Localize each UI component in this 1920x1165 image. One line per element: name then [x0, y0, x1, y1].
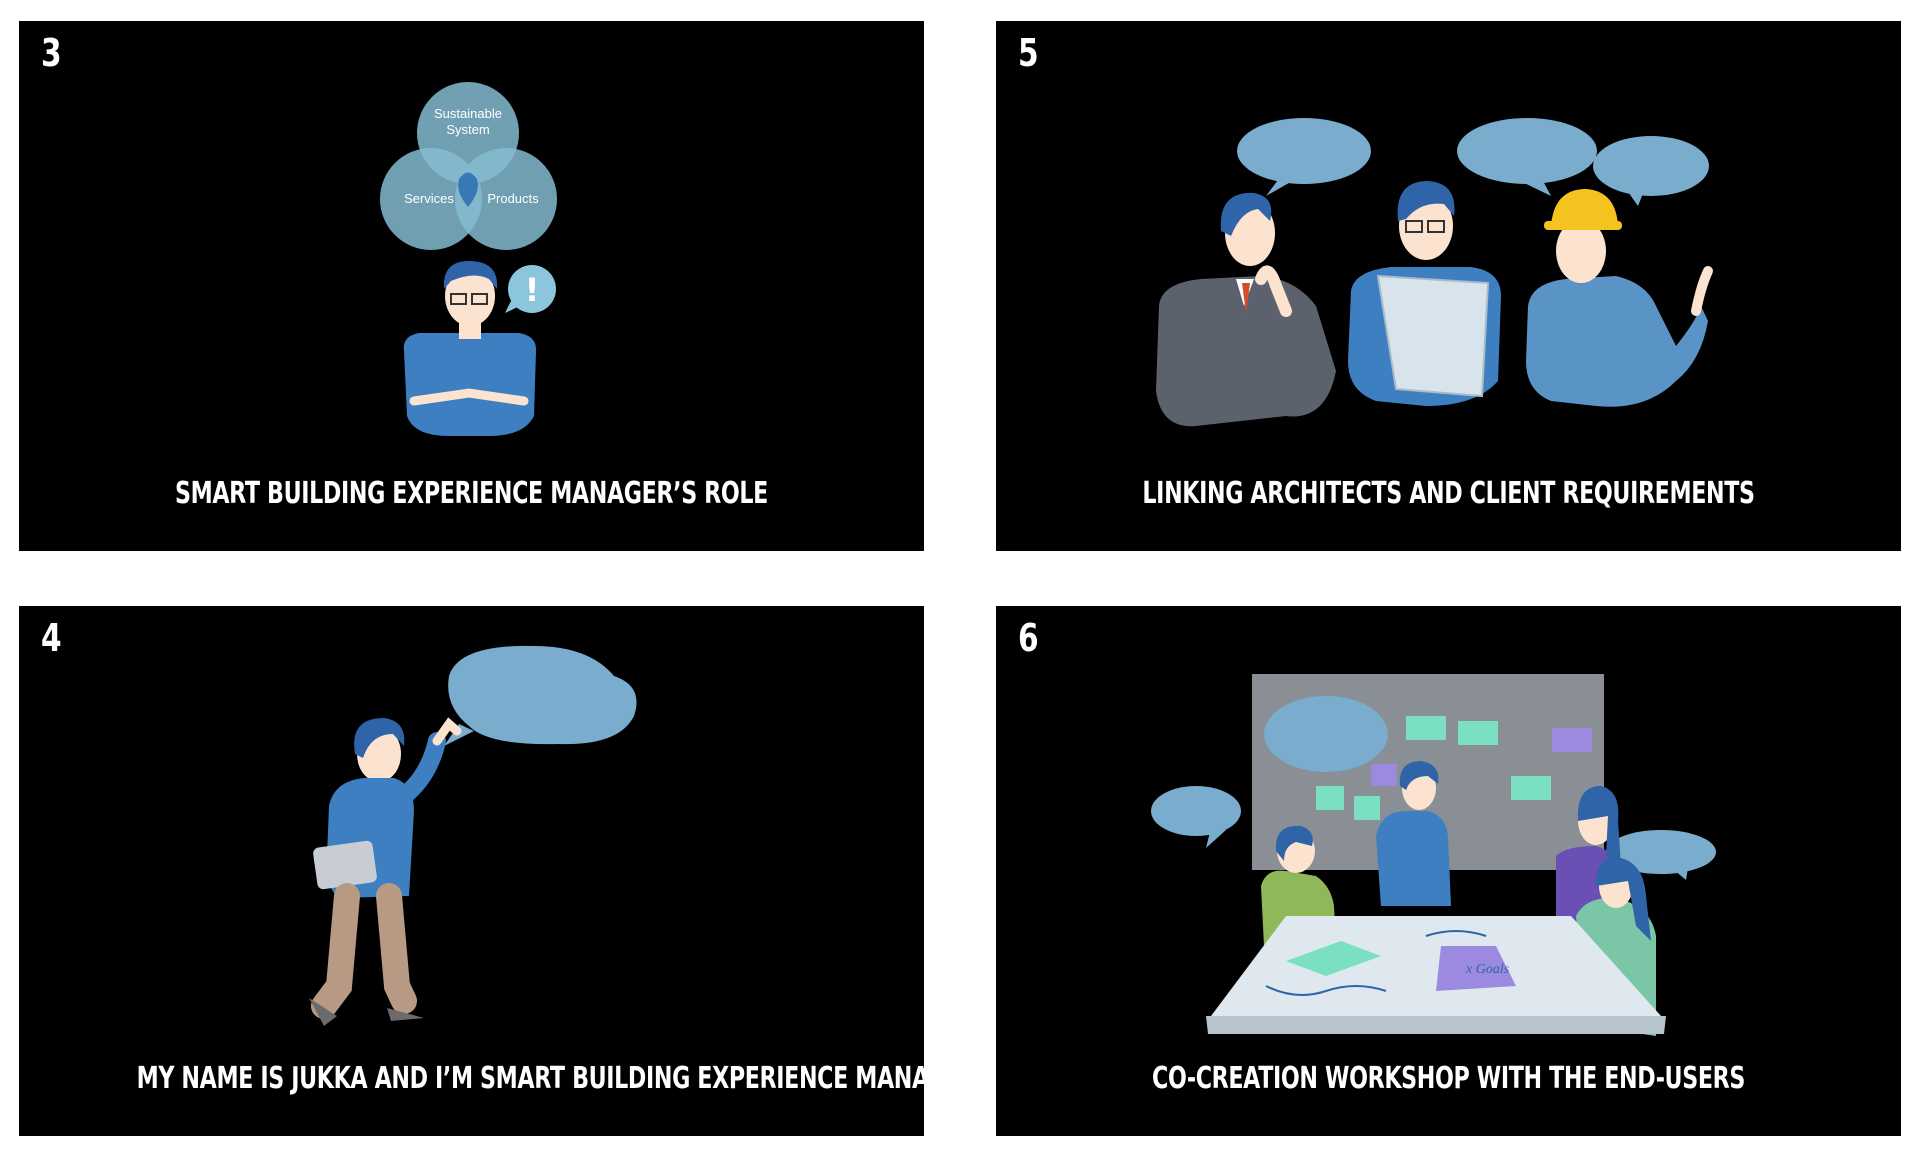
- venn-diagram: [380, 82, 557, 250]
- slide-panel-5: 5 LINKING ARCHITECTS AND CLIENT REQUIREM…: [996, 21, 1901, 551]
- table-note: x Goals: [1465, 962, 1510, 977]
- slide-caption: SMART BUILDING EXPERIENCE MANAGER’S ROLE: [175, 476, 768, 511]
- slide-number: 6: [1018, 616, 1039, 660]
- co-creation-workshop-illustration: x Goals: [1151, 674, 1716, 1036]
- alert-symbol: !: [525, 271, 540, 309]
- slide-panel-4: 4 MY NAME IS JUKKA AND I’M SMART BUILDIN…: [19, 606, 924, 1136]
- slide-caption: CO-CREATION WORKSHOP WITH THE END-USERS: [1152, 1061, 1745, 1096]
- architects-client-illustration: [1156, 118, 1713, 427]
- slide-number: 3: [41, 31, 62, 75]
- slide-number: 5: [1018, 31, 1039, 75]
- venn-top-word: Sustainable: [434, 106, 502, 121]
- venn-label-right: Products: [487, 191, 539, 206]
- slide-caption: LINKING ARCHITECTS AND CLIENT REQUIREMEN…: [1142, 476, 1755, 511]
- venn-label-left: Services: [404, 191, 454, 206]
- slide-number: 4: [41, 616, 62, 660]
- slide-panel-6: 6 x Goals CO-: [996, 606, 1901, 1136]
- jukka-introduction-illustration: [309, 645, 637, 1026]
- venn-top-word: System: [446, 122, 489, 137]
- slide-caption: MY NAME IS JUKKA AND I’M SMART BUILDING …: [136, 1061, 924, 1096]
